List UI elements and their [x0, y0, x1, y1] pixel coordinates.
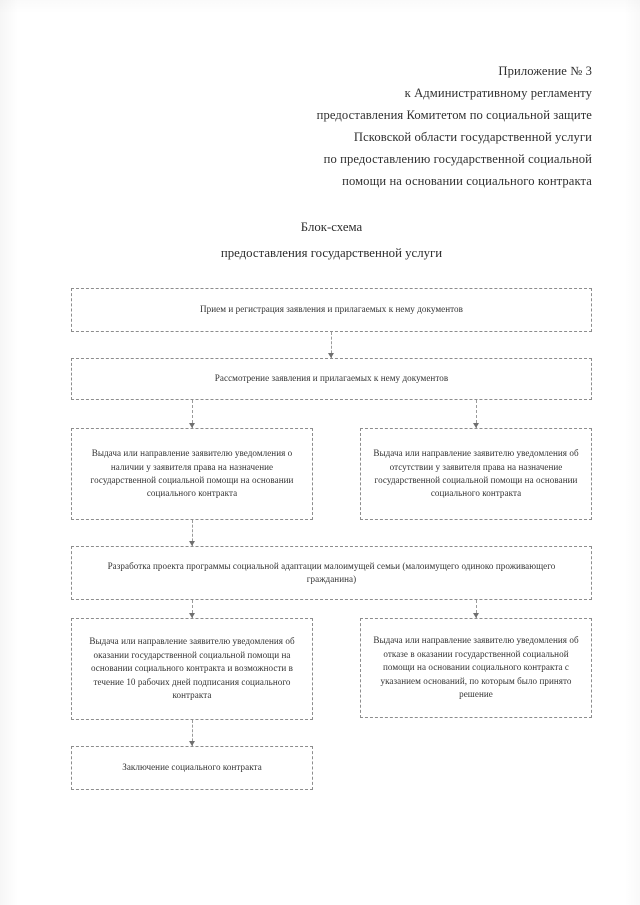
- page-title: Блок-схема предоставления государственно…: [71, 214, 592, 266]
- flow-arrowhead-program-grant: [188, 613, 195, 618]
- flow-node-accept-label: Прием и регистрация заявления и прилагае…: [200, 304, 463, 315]
- flow-connector-program-grant: [192, 600, 193, 618]
- flow-node-review-label: Рассмотрение заявления и прилагаемых к н…: [214, 373, 449, 384]
- flow-connector-grant-conclude: [192, 720, 193, 746]
- flow-node-program: Разработка проекта программы социальной …: [71, 546, 592, 600]
- flow-node-grant-label: Выдача или направление заявителю уведомл…: [89, 636, 295, 701]
- header-line-committee: предоставления Комитетом по социальной з…: [316, 108, 592, 122]
- flow-arrowhead-grant-conclude: [188, 741, 195, 746]
- flow-node-review: Рассмотрение заявления и прилагаемых к н…: [71, 358, 592, 400]
- flow-node-conclude-label: Заключение социального контракта: [122, 762, 262, 773]
- flow-connector-rights-exist-program: [192, 520, 193, 546]
- flow-node-program-label: Разработка проекта программы социальной …: [107, 560, 556, 584]
- flow-arrowhead-review-rights-exist: [188, 423, 195, 428]
- header-line-contract: помощи на основании социального контракт…: [342, 174, 592, 188]
- flow-node-refuse: Выдача или направление заявителю уведомл…: [360, 618, 592, 718]
- header-line-regulation: к Административному регламенту: [404, 86, 592, 100]
- flow-arrowhead-program-refuse: [472, 613, 479, 618]
- flow-arrowhead-accept-review: [327, 353, 334, 358]
- title-line-subject: предоставления государственной услуги: [220, 246, 443, 260]
- title-line-scheme: Блок-схема: [300, 220, 363, 234]
- flow-node-refuse-label: Выдача или направление заявителю уведомл…: [373, 635, 579, 700]
- flow-connector-review-rights-absent: [476, 400, 477, 428]
- flow-arrowhead-review-rights-absent: [472, 423, 479, 428]
- flow-connector-review-rights-exist: [192, 400, 193, 428]
- flow-node-accept: Прием и регистрация заявления и прилагае…: [71, 288, 592, 332]
- flow-connector-accept-review: [331, 332, 332, 358]
- flow-node-conclude: Заключение социального контракта: [71, 746, 313, 790]
- header-line-region: Псковской области государственной услуги: [353, 130, 592, 144]
- flow-node-rights-absent-label: Выдача или направление заявителю уведомл…: [373, 448, 579, 499]
- flow-arrowhead-rights-exist-program: [188, 541, 195, 546]
- flow-node-rights-exist-label: Выдача или направление заявителю уведомл…: [90, 448, 294, 499]
- flow-node-grant: Выдача или направление заявителю уведомл…: [71, 618, 313, 720]
- flow-connector-program-refuse: [476, 600, 477, 618]
- document-header: Приложение № 3 к Административному регла…: [200, 60, 592, 192]
- header-line-service: по предоставлению государственной социал…: [323, 152, 592, 166]
- flow-node-rights-absent: Выдача или направление заявителю уведомл…: [360, 428, 592, 520]
- header-line-appendix: Приложение № 3: [498, 64, 592, 78]
- flow-node-rights-exist: Выдача или направление заявителю уведомл…: [71, 428, 313, 520]
